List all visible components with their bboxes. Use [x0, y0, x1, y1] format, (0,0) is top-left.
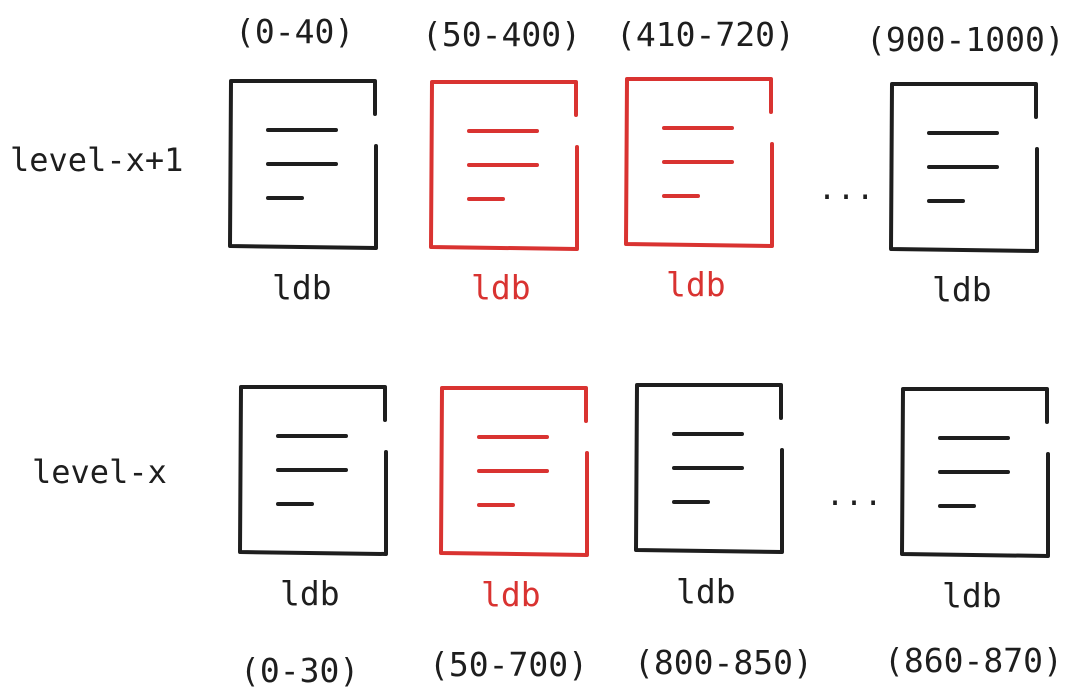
level-label-upper: level-x+1 — [10, 141, 184, 179]
ellipsis: ... — [826, 478, 884, 513]
file-label: ldb — [481, 575, 541, 614]
key-range-label: (0-40) — [235, 12, 355, 51]
file-icon — [439, 385, 589, 557]
file-icon — [624, 76, 774, 248]
key-range-label: (800-850) — [634, 643, 813, 682]
file-label: ldb — [676, 572, 736, 611]
file-label: ldb — [471, 268, 531, 307]
file-label: ldb — [932, 270, 992, 309]
file-icon — [634, 382, 784, 554]
key-range-label: (50-400) — [422, 15, 581, 54]
key-range-label: (860-870) — [884, 641, 1063, 680]
file-label: ldb — [666, 265, 726, 304]
ellipsis: ... — [818, 172, 876, 207]
file-label: ldb — [942, 576, 1002, 615]
level-label-lower: level-x — [32, 453, 167, 491]
file-label: ldb — [272, 268, 332, 307]
key-range-label: (410-720) — [616, 15, 795, 54]
key-range-label: (50-700) — [429, 645, 588, 684]
file-icon — [429, 79, 579, 251]
file-icon — [228, 78, 378, 250]
file-label: ldb — [280, 574, 340, 613]
file-icon — [889, 81, 1039, 253]
key-range-label: (0-30) — [240, 651, 360, 690]
file-icon — [900, 386, 1050, 558]
file-icon — [238, 384, 388, 556]
key-range-label: (900-1000) — [866, 20, 1065, 59]
